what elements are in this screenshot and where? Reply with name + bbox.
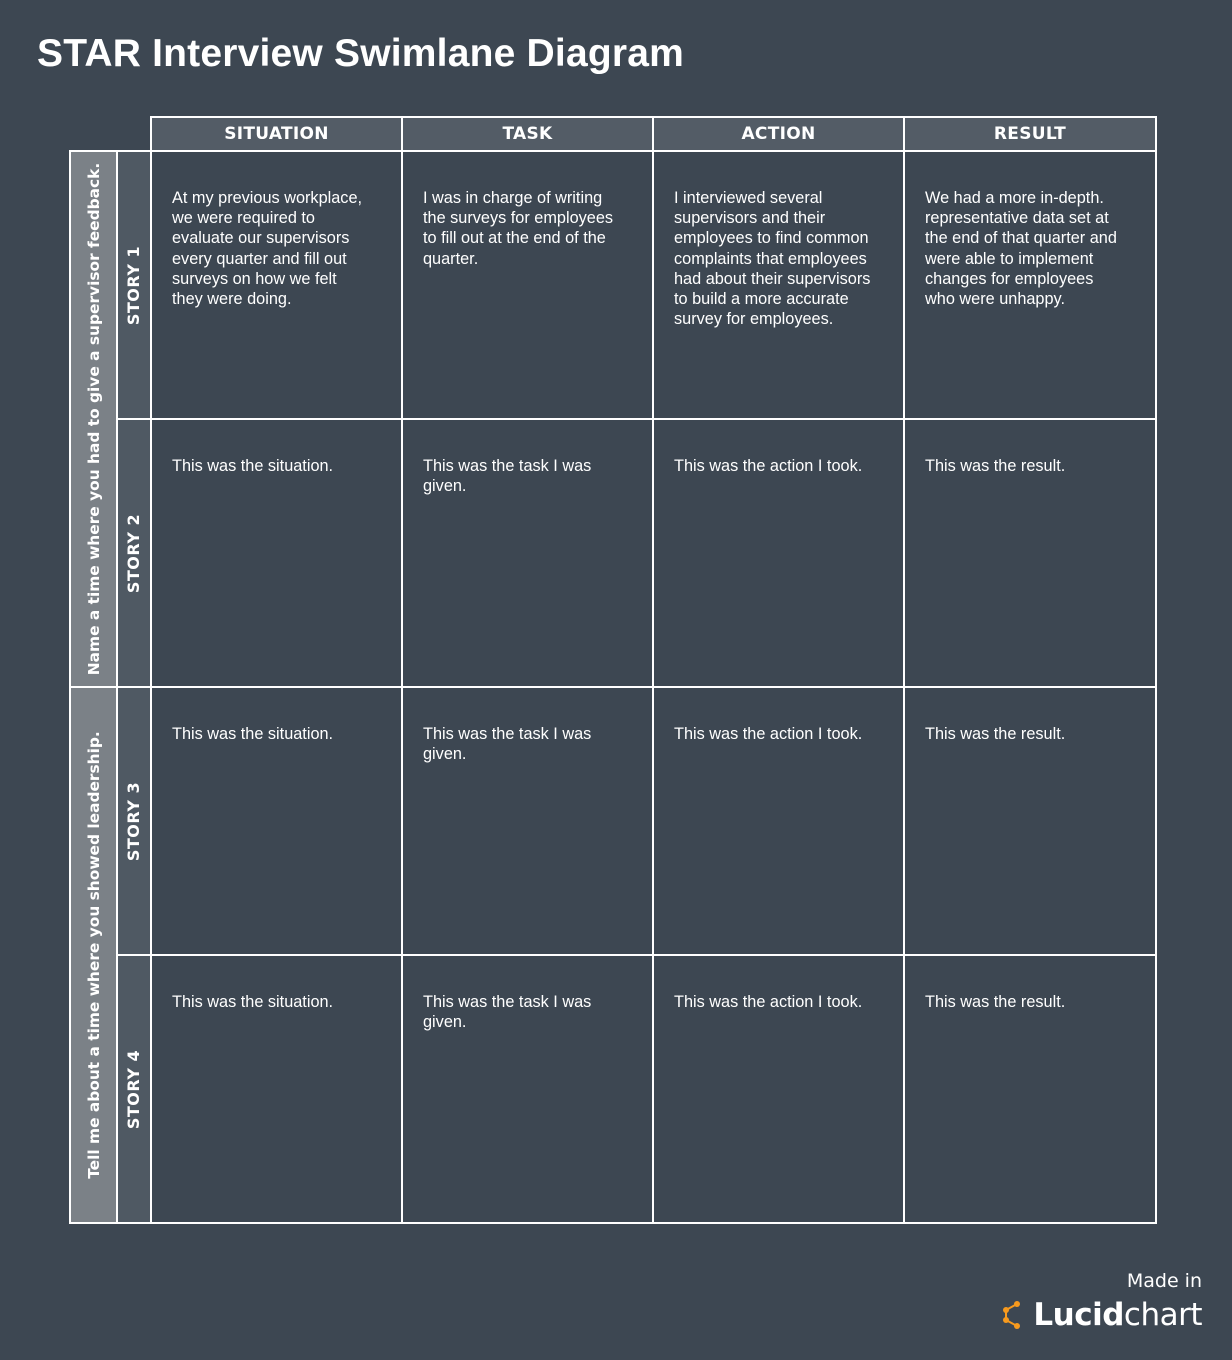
column-header-task: TASK [401,116,654,152]
cell-story4-situation: This was the situation. [150,954,403,1224]
lucidchart-logo-icon [1003,1301,1021,1329]
column-header-action: ACTION [652,116,905,152]
cell-story3-action: This was the action I took. [652,686,905,956]
cell-story3-situation: This was the situation. [150,686,403,956]
column-header-result: RESULT [903,116,1157,152]
story-label-2: STORY 2 [116,418,152,688]
cell-story2-situation: This was the situation. [150,418,403,688]
page-title: STAR Interview Swimlane Diagram [37,32,684,75]
made-in-label: Made in [1126,1270,1202,1292]
cell-story1-situation: At my previous workplace, we were requir… [150,150,403,420]
story-label-4: STORY 4 [116,954,152,1224]
cell-story4-result: This was the result. [903,954,1157,1224]
lucidchart-logo: Lucidchart [1001,1297,1203,1333]
cell-story1-result: We had a more in-depth. representative d… [903,150,1157,420]
cell-story2-action: This was the action I took. [652,418,905,688]
cell-story3-task: This was the task I was given. [401,686,654,956]
cell-story3-result: This was the result. [903,686,1157,956]
cell-story4-action: This was the action I took. [652,954,905,1224]
lane-label-leadership: Tell me about a time where you showed le… [69,686,119,1224]
lucidchart-wordmark: Lucidchart [1033,1297,1202,1333]
cell-story4-task: This was the task I was given. [401,954,654,1224]
cell-story2-result: This was the result. [903,418,1157,688]
story-label-1: STORY 1 [116,150,152,420]
cell-story1-action: I interviewed several supervisors and th… [652,150,905,420]
cell-story1-task: I was in charge of writing the surveys f… [401,150,654,420]
story-label-3: STORY 3 [116,686,152,956]
column-header-situation: SITUATION [150,116,403,152]
cell-story2-task: This was the task I was given. [401,418,654,688]
lane-label-supervisor-feedback: Name a time where you had to give a supe… [69,150,119,688]
